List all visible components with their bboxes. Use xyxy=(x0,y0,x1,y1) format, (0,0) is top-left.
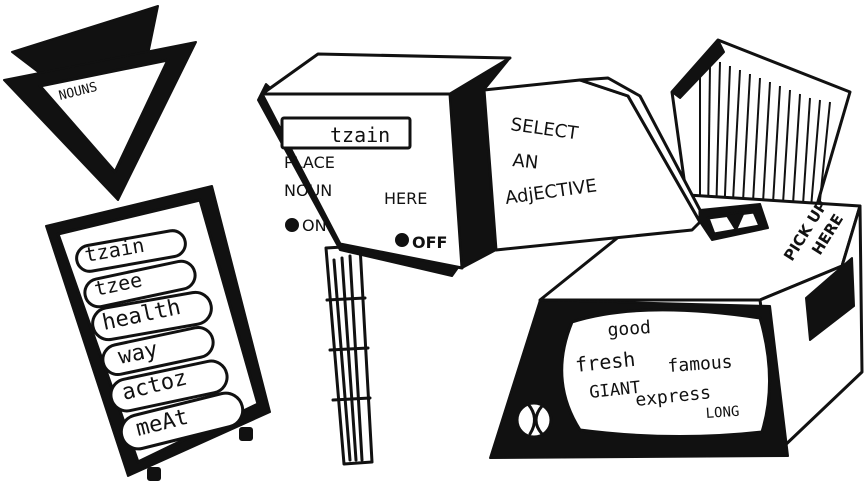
noun-label: NOUN xyxy=(284,181,332,200)
adjective-output: LONG xyxy=(705,404,740,422)
adjective-output: good xyxy=(607,317,652,341)
off-label: OFF xyxy=(412,233,447,252)
place-label: PLACE xyxy=(284,153,335,172)
nouns-funnel-sign: NOUNS xyxy=(4,6,196,200)
noun-list-card: tzain tzee health way actoz meAt xyxy=(46,186,270,480)
machine-post xyxy=(326,246,372,464)
off-button[interactable] xyxy=(396,234,408,246)
on-button[interactable] xyxy=(286,219,298,231)
on-label: ON xyxy=(302,216,327,235)
here-label: HERE xyxy=(384,189,427,208)
select-label-line2: AN xyxy=(511,150,539,174)
noun-display-word: tzain xyxy=(330,123,390,147)
